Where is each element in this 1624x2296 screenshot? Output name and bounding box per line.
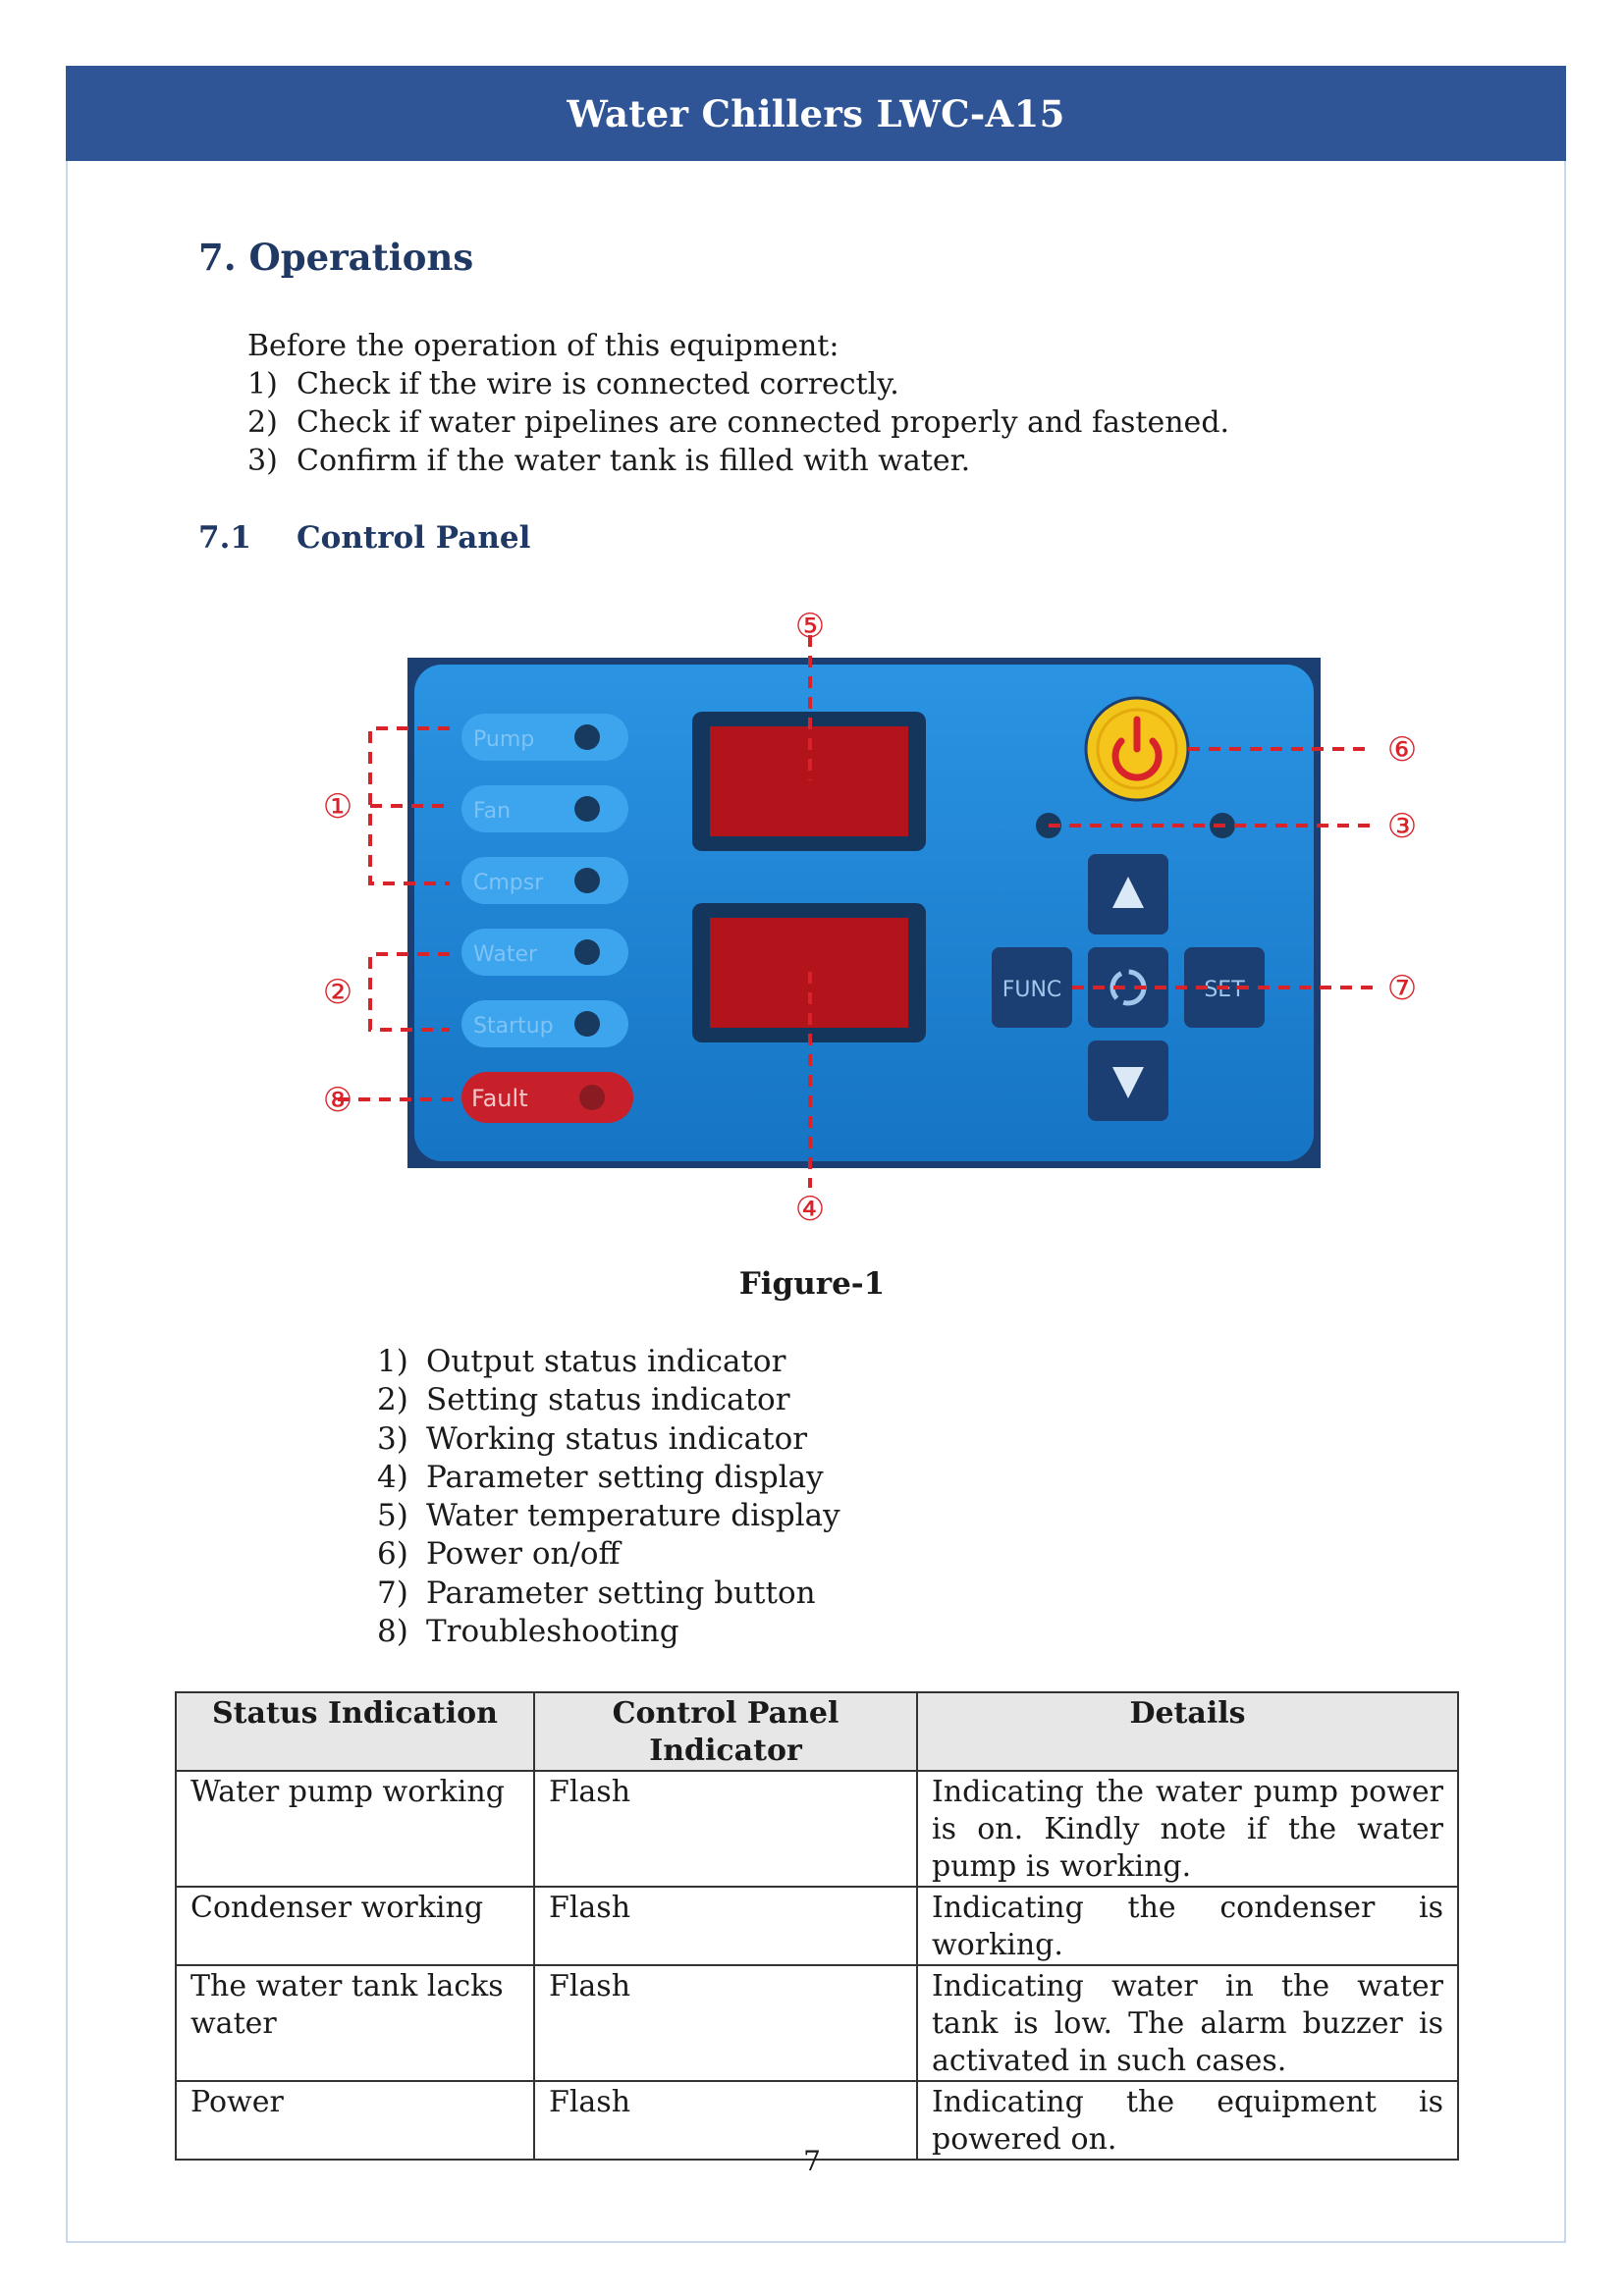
func-button: FUNC (992, 947, 1072, 1028)
status-table: Status Indication Control Panel Indicato… (175, 1691, 1459, 2161)
down-arrow-button (1088, 1041, 1168, 1121)
indicator-label: Fault (471, 1085, 528, 1112)
table-cell: Condenser working (175, 1886, 535, 1966)
legend-item: 5) Water temperature display (377, 1497, 840, 1535)
callout-6: ⑥ (1387, 730, 1417, 770)
legend-item: 8) Troubleshooting (377, 1613, 840, 1651)
control-panel-figure: Pump Fan Cmpsr Water Startup Fault (323, 607, 1417, 1229)
legend-number: 7) (377, 1575, 408, 1611)
subsection-heading: 7.1 Control Panel (198, 520, 530, 556)
callout-5: ⑤ (795, 607, 825, 646)
legend-text: Water temperature display (426, 1498, 840, 1534)
intro-lead: Before the operation of this equipment: (247, 329, 839, 363)
page-number: 7 (803, 2145, 821, 2177)
table-row: Condenser working Flash Indicating the c… (175, 1886, 1459, 1966)
legend-number: 5) (377, 1498, 408, 1534)
callout-2: ② (323, 973, 352, 1012)
indicator-label: Pump (473, 727, 534, 752)
intro-item-text: Check if the wire is connected correctly… (297, 367, 899, 401)
legend-number: 6) (377, 1536, 408, 1573)
legend-number: 4) (377, 1459, 408, 1495)
table-cell: Indicating the condenser is working. (916, 1886, 1459, 1966)
legend-text: Output status indicator (426, 1344, 786, 1379)
indicator-startup: Startup (461, 1000, 628, 1047)
legend-item: 4) Parameter setting display (377, 1459, 840, 1497)
figure-caption: Figure-1 (738, 1266, 886, 1302)
indicator-water: Water (461, 929, 628, 976)
table-row: Water pump working Flash Indicating the … (175, 1770, 1459, 1888)
table-header-cell: Control Panel Indicator (533, 1691, 918, 1772)
table-row: The water tank lacks water Flash Indicat… (175, 1964, 1459, 2082)
table-cell: Flash (533, 1770, 918, 1888)
table-row: Power Flash Indicating the equipment is … (175, 2080, 1459, 2161)
intro-block: Before the operation of this equipment: … (247, 327, 1229, 480)
legend-text: Working status indicator (426, 1420, 808, 1457)
table-cell: Water pump working (175, 1770, 535, 1888)
legend-item: 1) Output status indicator (377, 1343, 840, 1381)
legend-number: 2) (377, 1382, 408, 1418)
header-bar: Water Chillers LWC-A15 (66, 66, 1566, 161)
table-header-row: Status Indication Control Panel Indicato… (175, 1691, 1459, 1772)
indicator-pump: Pump (461, 714, 628, 761)
legend-text: Parameter setting display (426, 1459, 824, 1495)
subsection-title: Control Panel (297, 520, 531, 556)
table-cell: The water tank lacks water (175, 1964, 535, 2082)
intro-item-text: Confirm if the water tank is filled with… (297, 444, 971, 478)
legend-number: 1) (377, 1344, 408, 1379)
indicator-fan: Fan (461, 785, 628, 832)
legend-number: 3) (377, 1420, 408, 1457)
indicator-label: Startup (473, 1014, 554, 1039)
up-arrow-button (1088, 854, 1168, 934)
legend-item: 7) Parameter setting button (377, 1575, 840, 1613)
power-icon (1111, 737, 1163, 781)
table-cell: Power (175, 2080, 535, 2161)
legend-text: Parameter setting button (426, 1575, 816, 1611)
legend-item: 2) Setting status indicator (377, 1381, 840, 1419)
up-arrow-icon (1112, 877, 1144, 908)
intro-item-number: 3) (247, 444, 278, 478)
intro-item-number: 2) (247, 405, 278, 440)
power-button (1084, 696, 1190, 802)
callout-1: ① (323, 787, 352, 827)
table-header-cell: Details (916, 1691, 1459, 1772)
indicator-label: Water (473, 942, 538, 967)
legend-text: Troubleshooting (426, 1614, 679, 1650)
intro-item-text: Check if water pipelines are connected p… (297, 405, 1230, 440)
table-cell: Flash (533, 2080, 918, 2161)
section-heading: 7. Operations (198, 236, 474, 279)
svg-text:FUNC: FUNC (1002, 978, 1062, 1002)
table-cell: Flash (533, 1886, 918, 1966)
document-title: Water Chillers LWC-A15 (567, 91, 1065, 135)
subsection-number: 7.1 (198, 520, 251, 556)
intro-item: 3) Confirm if the water tank is filled w… (247, 442, 1229, 480)
callout-7: ⑦ (1387, 969, 1417, 1008)
legend-number: 8) (377, 1614, 408, 1650)
callout-line-2 (368, 952, 450, 1032)
callout-4: ④ (795, 1190, 825, 1229)
intro-item: 1) Check if the wire is connected correc… (247, 365, 1229, 403)
down-arrow-icon (1112, 1067, 1144, 1098)
intro-item-number: 1) (247, 367, 278, 401)
figure-legend: 1) Output status indicator 2) Setting stat… (377, 1343, 840, 1651)
table-header-cell: Status Indication (175, 1691, 535, 1772)
callout-8: ⑧ (323, 1081, 352, 1120)
callout-3: ③ (1387, 807, 1417, 846)
svg-text:SET: SET (1204, 978, 1245, 1002)
indicator-fault: Fault (461, 1072, 633, 1123)
table-cell: Indicating water in the water tank is lo… (916, 1964, 1459, 2082)
intro-item: 2) Check if water pipelines are connecte… (247, 403, 1229, 442)
indicator-label: Fan (473, 799, 511, 824)
legend-item: 6) Power on/off (377, 1535, 840, 1574)
table-cell: Indicating the water pump power is on. K… (916, 1770, 1459, 1888)
legend-item: 3) Working status indicator (377, 1420, 840, 1459)
table-cell: Indicating the equipment is powered on. (916, 2080, 1459, 2161)
table-cell: Flash (533, 1964, 918, 2082)
legend-text: Setting status indicator (426, 1382, 790, 1418)
callout-line-1 (368, 726, 450, 885)
indicator-compressor: Cmpsr (461, 857, 628, 904)
indicator-label: Cmpsr (473, 871, 544, 895)
legend-text: Power on/off (426, 1536, 621, 1573)
